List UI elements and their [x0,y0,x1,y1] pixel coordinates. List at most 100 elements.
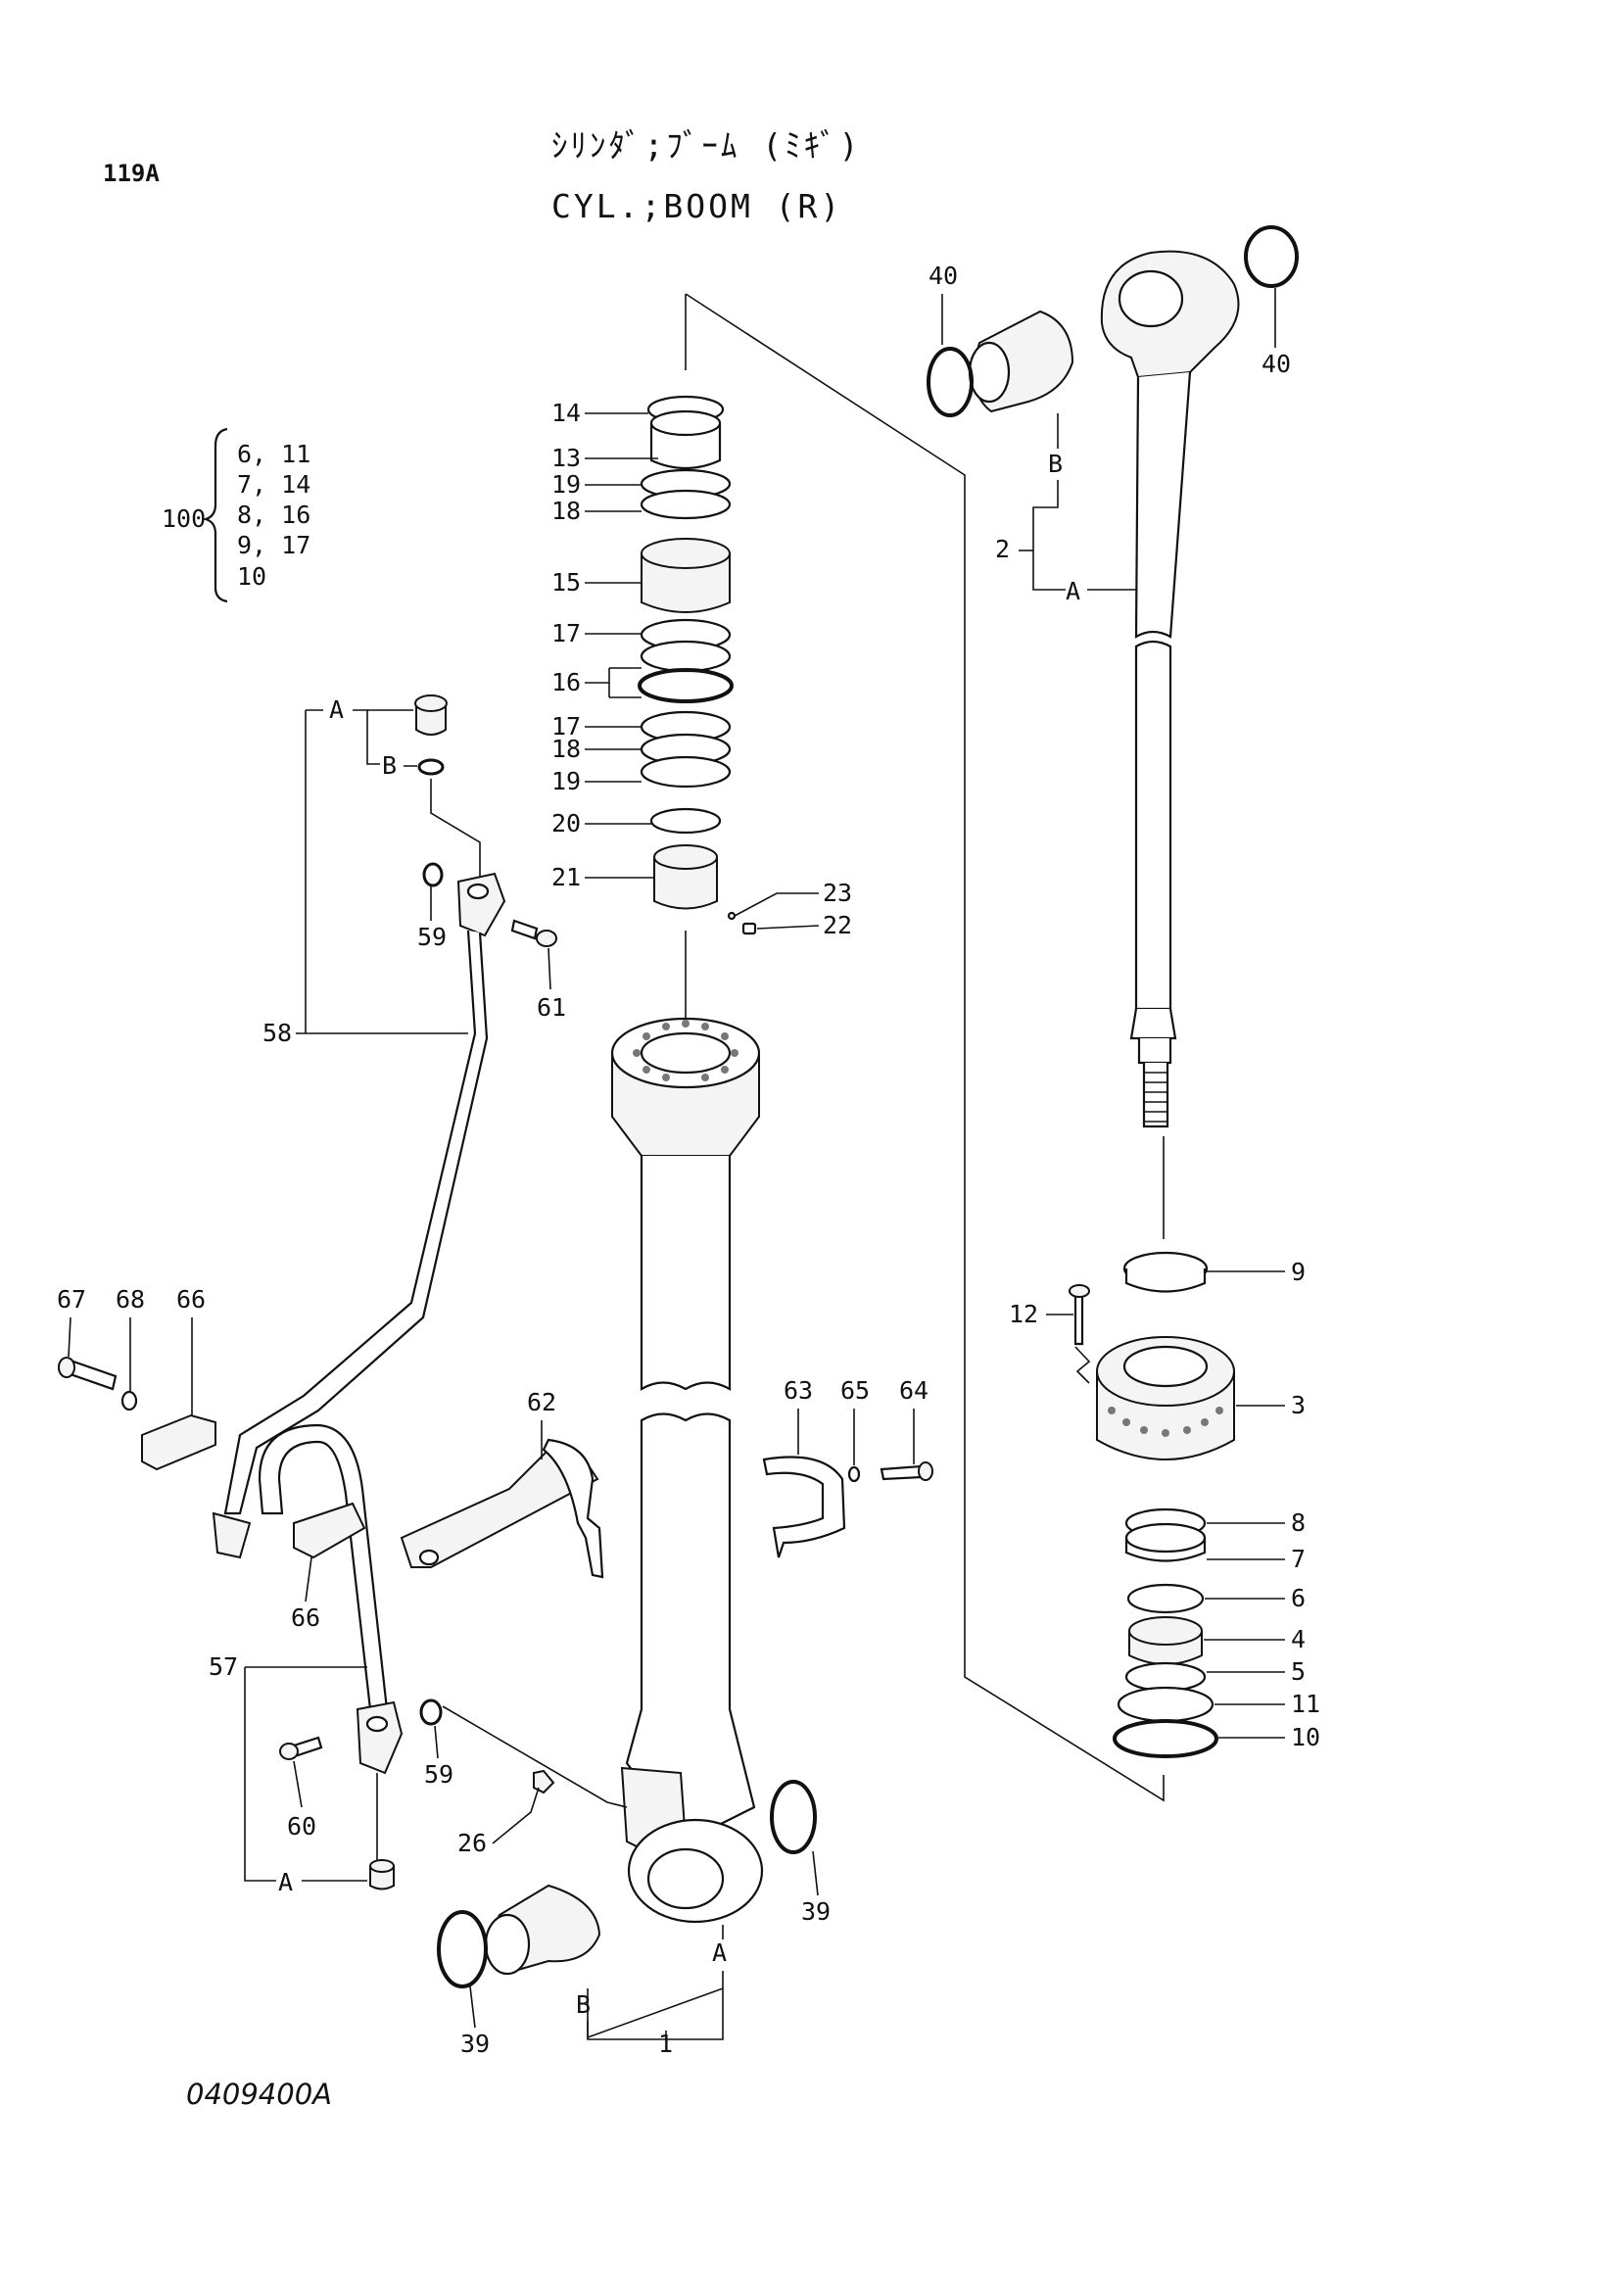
head-callouts: 9 12 3 8 7 6 4 5 11 10 [1009,1258,1320,1751]
callout-16: 16 [551,668,581,696]
pipe57-flange-block [356,1700,404,1775]
tube-ref-B: B [576,1990,591,2019]
callout-23: 23 [823,879,852,907]
part-40-seal-right [1244,225,1299,288]
piston-assembly [638,395,757,935]
callout-17a: 17 [551,619,581,647]
kit-item-3: 8, 16 [237,501,310,529]
part-39-seal-left [437,1910,488,1988]
callout-12: 12 [1009,1300,1038,1328]
callout-22: 22 [823,911,852,939]
part-63-clamp [762,1456,846,1558]
callout-14: 14 [551,399,581,427]
pipe-57-assembly [258,1423,628,1890]
tube-lower [625,1412,756,1843]
pipe58-ref-A: A [329,695,344,724]
part-20-washer [649,807,722,835]
rod-thread [1142,1063,1169,1128]
callout-65: 65 [840,1376,870,1405]
callout-9: 9 [1291,1258,1306,1286]
guide-line-frame [685,293,1165,1802]
callout-18b: 18 [551,735,581,763]
part-18-ring [640,489,732,520]
rod-ref-B: B [1048,450,1063,478]
pipe58-ref-B: B [382,751,397,780]
callout-10: 10 [1291,1723,1320,1751]
callout-5: 5 [1291,1657,1306,1686]
piston-rod [1100,250,1240,1128]
pipe58-plug [415,705,447,736]
tube-upper [640,1156,732,1391]
drawing-code: 0409400A [186,2078,332,2111]
rod-ref-A: A [1066,577,1080,605]
callout-13: 13 [551,444,581,472]
part-16-seal [638,668,734,703]
part-67-bolt [69,1360,118,1391]
part-59-oring-top [422,862,444,887]
pipe58-end-fitting [212,1511,252,1559]
part-66-clamp-bottom [293,1502,366,1559]
kit-item-4: 9, 17 [237,531,310,559]
callout-62: 62 [527,1388,556,1416]
callout-11: 11 [1291,1690,1320,1718]
part-23-ball [727,911,737,921]
callout-21: 21 [551,863,581,891]
callout-19b: 19 [551,767,581,795]
tube-callouts: 26 39 39 A B 1 [457,1787,831,2058]
part-39-seal-right [770,1780,817,1854]
part-6-ring [1126,1583,1205,1614]
callout-68: 68 [116,1285,145,1314]
callout-39-left: 39 [460,2030,490,2058]
callout-39-right: 39 [801,1897,831,1926]
callout-19a: 19 [551,470,581,499]
callout-58: 58 [262,1019,292,1047]
callout-4: 4 [1291,1625,1306,1653]
callout-60: 60 [287,1812,316,1841]
cylinder-tube [610,1017,764,1924]
callout-67: 67 [57,1285,86,1314]
clamp-callouts: 67 68 66 66 62 63 65 64 [57,1285,929,1632]
callout-6: 6 [1291,1584,1306,1612]
pipe58-oring [417,758,445,776]
part-62-bracket [400,1448,599,1568]
callout-63: 63 [784,1376,813,1405]
title-english: CYL.;BOOM (R) [551,187,842,225]
rod-callouts: 40 40 B 2 A [929,262,1291,605]
piston-callouts: 14 13 19 18 15 17 16 17 18 19 20 21 23 2… [551,399,852,939]
rod-lower [1134,640,1172,1011]
part-15-piston [641,553,731,613]
kit-item-2: 7, 14 [237,470,310,499]
part-65-washer [847,1465,861,1483]
part-66-clamp-top [141,1413,216,1471]
part-22-screw [741,922,757,935]
kit-brace [202,427,228,603]
callout-59-top: 59 [417,923,447,951]
callout-66-bottom: 66 [291,1603,320,1632]
part-64-bolt [880,1464,925,1481]
head-bolt-holes [1108,1407,1223,1437]
rod-pin-parts [927,225,1299,417]
pipe-58-assembly [212,694,557,1559]
callout-40-right: 40 [1262,350,1291,378]
callout-1: 1 [658,2030,673,2058]
tube-ref-A: A [712,1938,727,1967]
part-61-bolt [510,919,539,940]
callout-26: 26 [457,1829,487,1857]
part-68-washer [120,1390,138,1411]
kit-item-5: 10 [237,562,266,591]
kit-item-1: 6, 11 [237,440,310,468]
part-5-ring [1124,1661,1207,1693]
page-number: 119A [103,160,160,187]
callout-40-left: 40 [929,262,958,290]
pipe-58-callouts: A B 59 61 58 [262,695,566,1047]
pipe58-flange-block [456,872,506,937]
callout-59-bottom: 59 [424,1760,453,1789]
rod-upper [1134,371,1192,639]
part-12-bolt [1073,1291,1084,1346]
callout-20: 20 [551,809,581,837]
part-11-ring [1117,1686,1214,1723]
tube-pin-parts [437,1769,817,1988]
part-10-oring [1113,1719,1218,1758]
